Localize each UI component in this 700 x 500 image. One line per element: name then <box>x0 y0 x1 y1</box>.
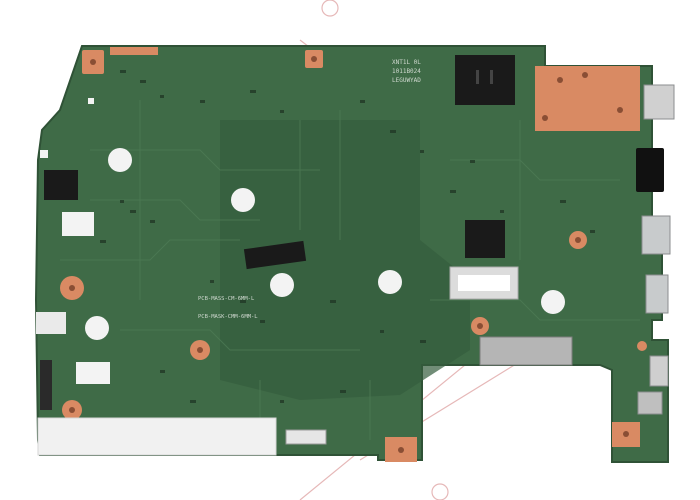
smd-components <box>100 70 595 403</box>
chip-controller <box>465 220 505 258</box>
silk-label-c: LEGUWYAD <box>392 77 421 84</box>
silk-label-a: XNT1L 0L <box>392 59 421 66</box>
usb-a-port <box>641 215 671 255</box>
pcb-inner-plane <box>220 120 470 400</box>
copper-pad-holes <box>69 56 629 453</box>
usb-c-port <box>645 274 669 314</box>
chip-left <box>44 170 78 200</box>
edge-markers <box>40 98 94 158</box>
small-port <box>649 355 669 387</box>
chips <box>44 55 515 270</box>
dc-jack <box>643 84 675 120</box>
chip-masked <box>243 240 307 270</box>
silk-label-d: PCB-MASS-CM-6MM-L <box>198 296 255 302</box>
silk-label-e: PCB-MASK-CMM-6MM-L <box>198 314 258 320</box>
pcb-traces <box>60 100 640 440</box>
white-mount-pads <box>85 148 565 340</box>
audio-jack <box>636 148 664 192</box>
connectors <box>36 212 573 456</box>
io-ports <box>636 84 675 415</box>
silk-label-b: 1011B024 <box>392 68 421 75</box>
chip-main <box>455 55 515 105</box>
silkscreen-labels: XNT1L 0L 1011B024 LEGUWYAD PCB-MASS-CM-6… <box>198 59 421 320</box>
sd-slot <box>637 391 663 415</box>
